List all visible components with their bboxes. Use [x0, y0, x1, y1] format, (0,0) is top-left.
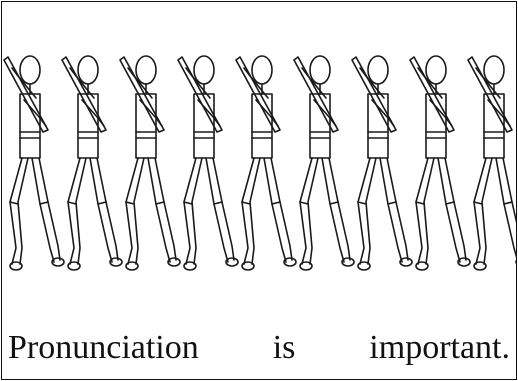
figure-foot [9, 261, 23, 271]
marching-figure [409, 55, 471, 271]
marching-figure [177, 55, 239, 271]
rifle-icon [119, 56, 165, 133]
marching-figure [293, 55, 355, 271]
rifle-icon [409, 56, 455, 133]
caption: Pronunciation is important. [8, 324, 510, 372]
marching-figure [3, 55, 65, 271]
figure-head [77, 55, 99, 85]
figure-foot [109, 257, 123, 267]
figure-torso [367, 93, 389, 159]
figure-foot [283, 257, 297, 267]
figure-foot [125, 261, 139, 271]
figure-head [425, 55, 447, 85]
marching-figures-row [3, 55, 516, 271]
figure-foot [183, 261, 197, 271]
figure-foot [399, 257, 413, 267]
rifle-icon [61, 56, 107, 133]
figure-torso [425, 93, 447, 159]
marching-figure [351, 55, 413, 271]
figure-foot [415, 261, 429, 271]
caption-word-is: is [272, 329, 296, 366]
figure-foot [457, 257, 471, 267]
figure-head [367, 55, 389, 85]
figure-foot [67, 261, 81, 271]
figure-foot [357, 261, 371, 271]
marching-figure [235, 55, 297, 271]
figure-torso [135, 93, 157, 159]
rifle-icon [293, 56, 339, 133]
caption-word-important: important. [369, 329, 510, 366]
rifle-icon [467, 56, 513, 133]
figure-foot [241, 261, 255, 271]
marching-figure [119, 55, 181, 271]
figure-torso [19, 93, 41, 159]
figure-head [19, 55, 41, 85]
figure-foot [225, 257, 239, 267]
figure-foot [341, 257, 355, 267]
rifle-icon [235, 56, 281, 133]
figure-head [251, 55, 273, 85]
rifle-icon [177, 56, 223, 133]
figure-torso [77, 93, 99, 159]
figure-torso [193, 93, 215, 159]
caption-word-pronunciation: Pronunciation [8, 329, 199, 366]
figure-foot [473, 261, 487, 271]
marching-figure [467, 55, 516, 271]
figure-head [483, 55, 505, 85]
figure-foot [167, 257, 181, 267]
figure-foot [299, 261, 313, 271]
marching-figure [61, 55, 123, 271]
figure-head [193, 55, 215, 85]
figure-head [135, 55, 157, 85]
rifle-icon [3, 56, 49, 133]
figure-torso [483, 93, 505, 159]
figure-head [309, 55, 331, 85]
figure-torso [309, 93, 331, 159]
rifle-icon [351, 56, 397, 133]
figure-torso [251, 93, 273, 159]
figure-foot [51, 257, 65, 267]
